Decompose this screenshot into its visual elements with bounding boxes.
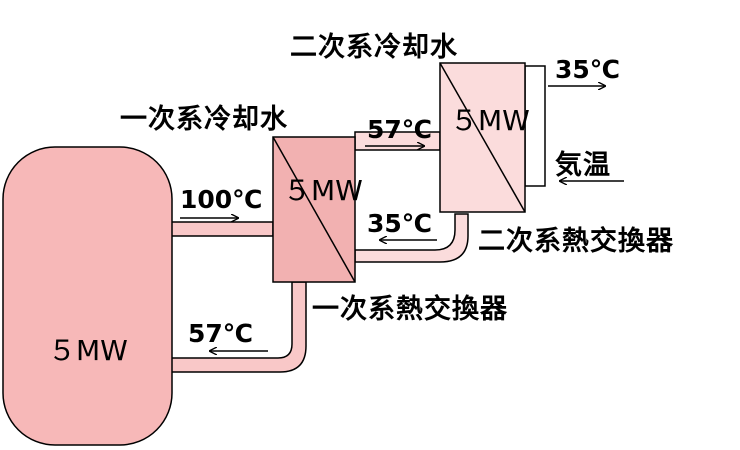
primary-heat-exchanger-diagonal bbox=[272, 136, 356, 283]
primary-coolant-label: 一次系冷却水 bbox=[120, 104, 288, 135]
secondary-heat-exchanger-diagonal bbox=[439, 62, 526, 213]
secondary-hot-temp: 57℃ bbox=[367, 115, 432, 144]
reactor-vessel bbox=[2, 146, 173, 446]
reactor-power: ５MW bbox=[48, 334, 128, 367]
secondary-return-temp: 35℃ bbox=[367, 209, 432, 238]
atmosphere-out-temp: 35℃ bbox=[555, 55, 620, 84]
secondary-exchanger-label: 二次系熱交換器 bbox=[478, 225, 674, 257]
secondary-coolant-label: 二次系冷却水 bbox=[290, 32, 458, 63]
primary-hot-temp: 100℃ bbox=[180, 185, 262, 214]
secondary-exchanger-power: ５MW bbox=[450, 104, 530, 137]
primary-exchanger-power: ５MW bbox=[283, 174, 363, 207]
primary-return-temp: 57℃ bbox=[188, 319, 253, 348]
primary-exchanger-label: 一次系熱交換器 bbox=[312, 293, 508, 325]
atmosphere-in-label: 気温 bbox=[555, 149, 611, 181]
